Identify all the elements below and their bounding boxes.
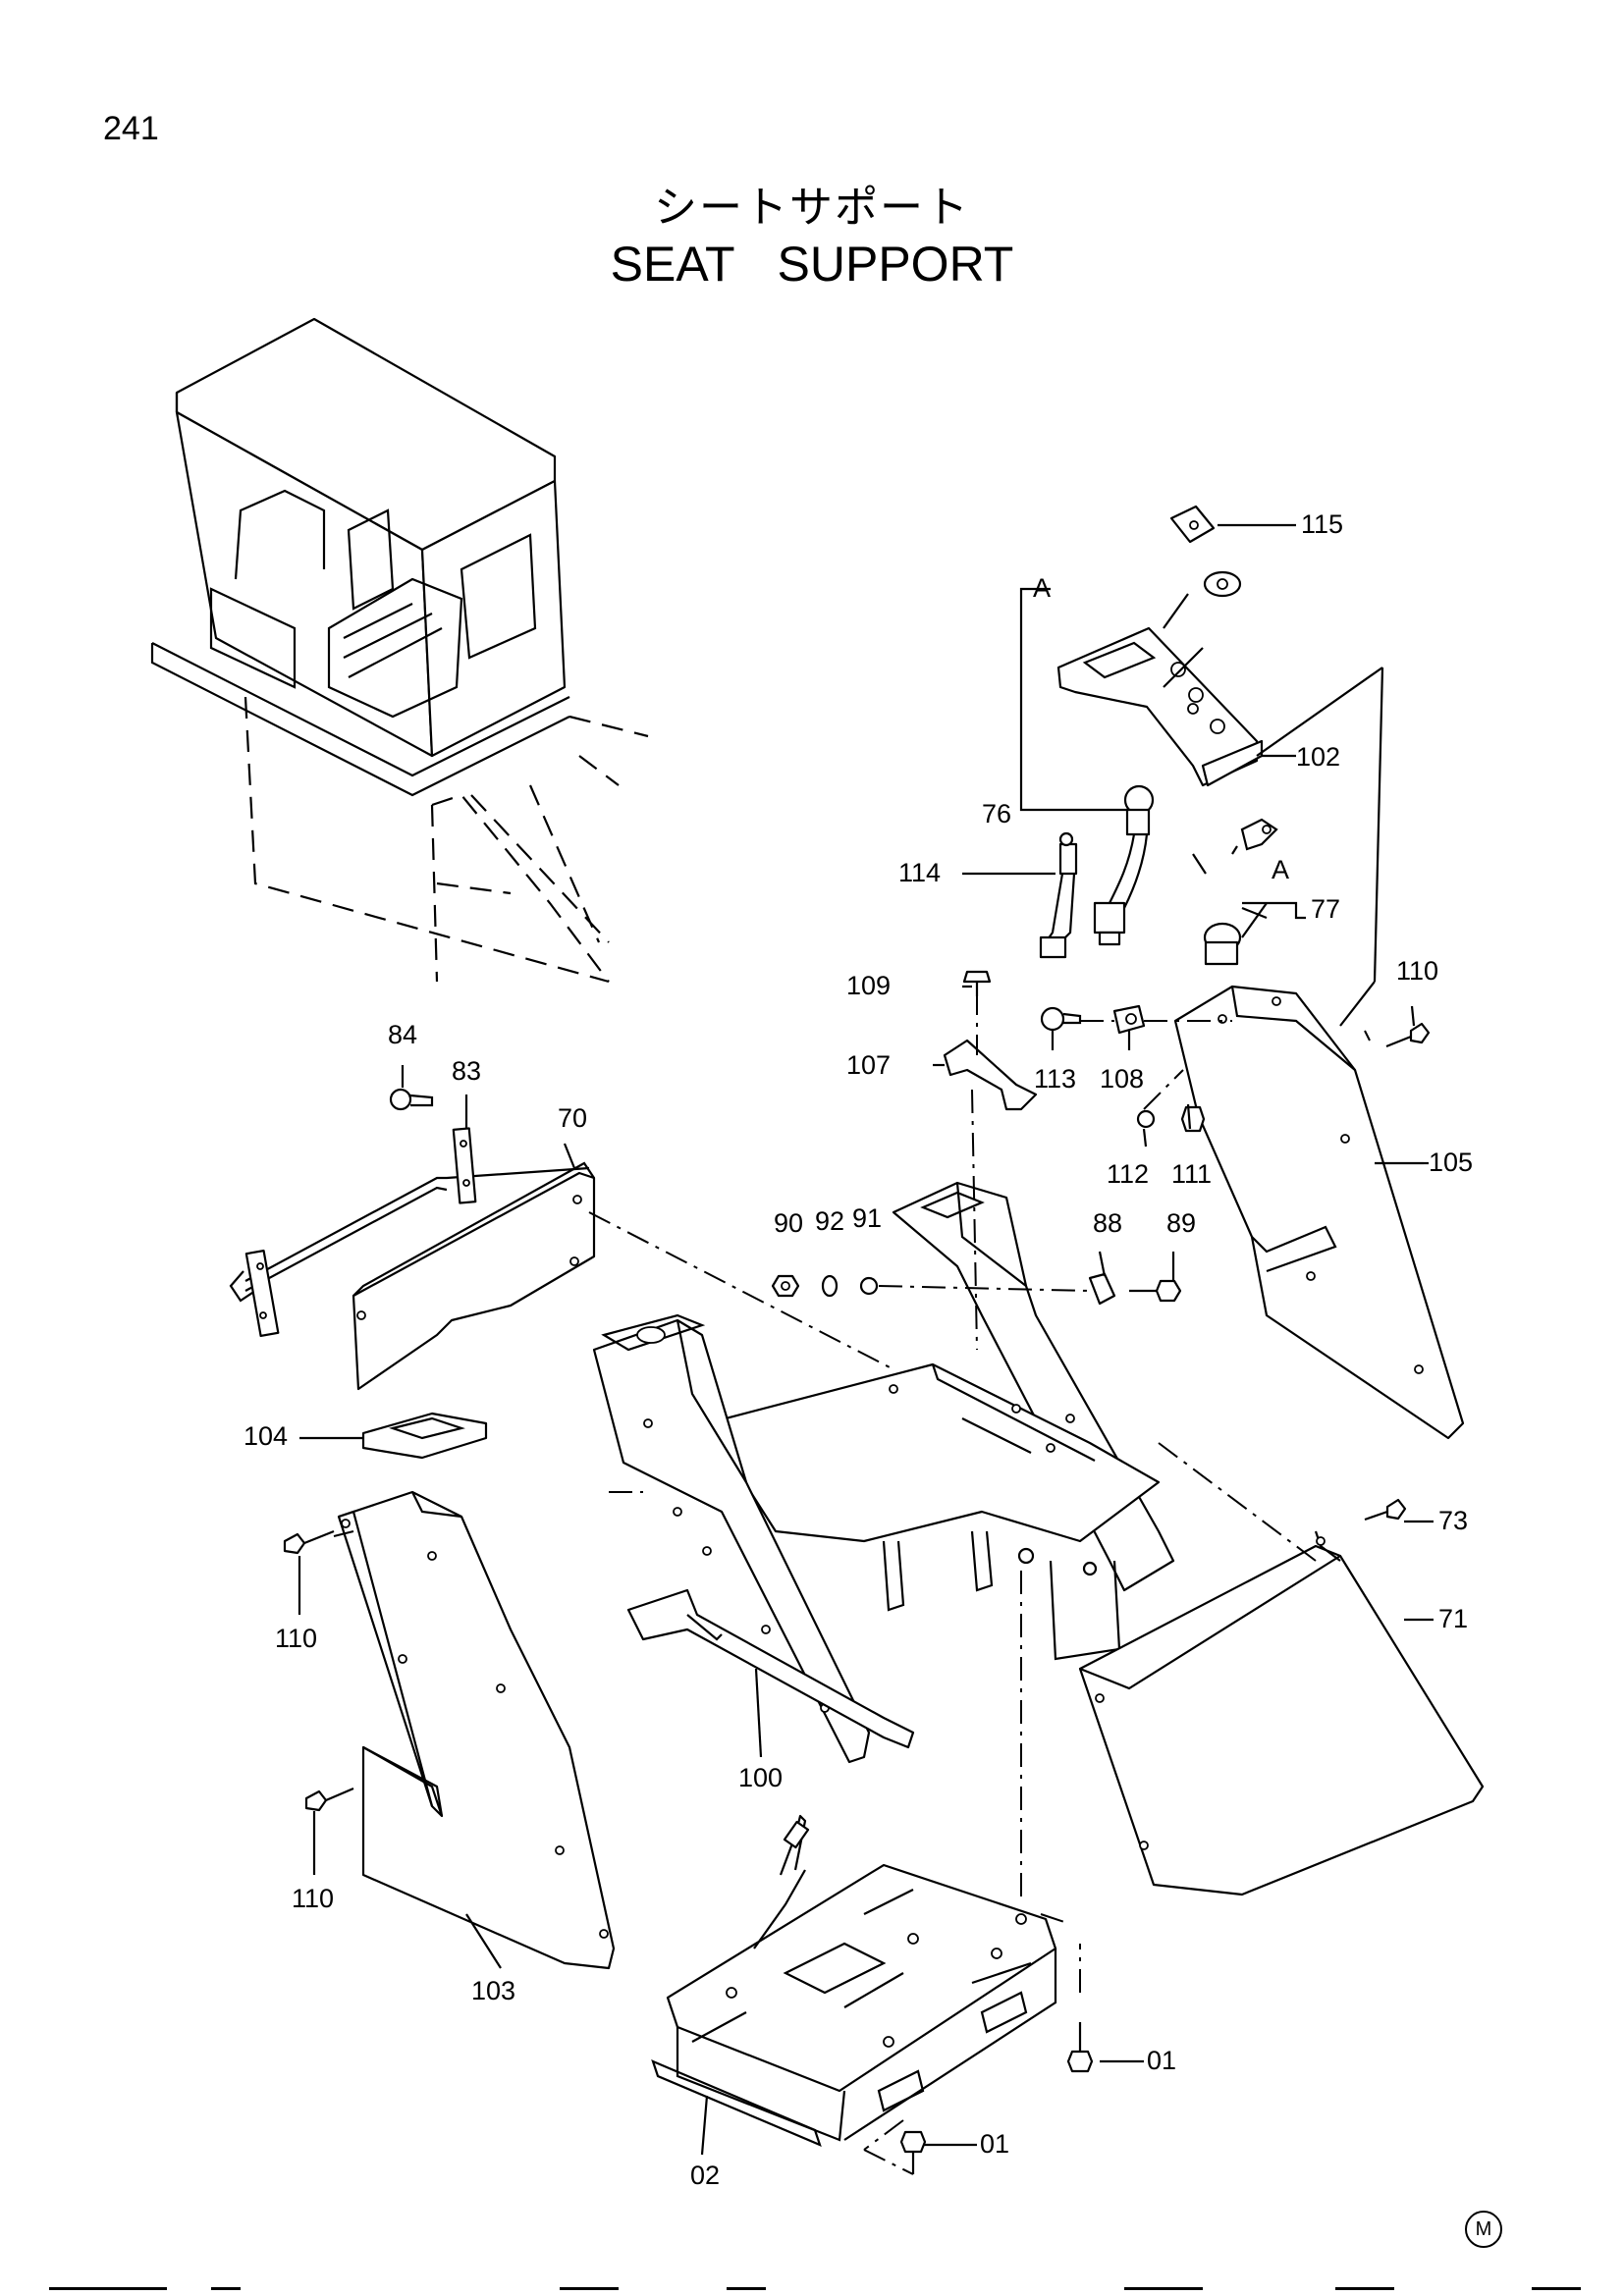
callout-83: 83 xyxy=(452,1056,481,1086)
part-88-collar xyxy=(1088,1272,1116,1306)
callout-102: 102 xyxy=(1296,742,1340,772)
title-japanese: シートサポート xyxy=(654,183,970,233)
callout-114: 114 xyxy=(898,858,941,887)
part-77-key-switch xyxy=(1192,818,1278,966)
part-70-panel xyxy=(352,1161,596,1391)
callout-A-lower: A xyxy=(1272,855,1289,884)
part-115-plate xyxy=(1169,505,1296,544)
callout-108: 108 xyxy=(1100,1064,1144,1094)
callout-90: 90 xyxy=(774,1208,803,1238)
callout-110-left-bottom: 110 xyxy=(292,1884,334,1913)
callout-115: 115 xyxy=(1301,509,1343,539)
part-02-slide-rail xyxy=(651,1814,1057,2147)
part-113-108-112-111 xyxy=(1040,1004,1206,1133)
part-104-cap xyxy=(361,1412,488,1460)
title-english: SEAT SUPPORT xyxy=(610,237,1014,292)
callout-77: 77 xyxy=(1311,894,1340,924)
bolt-73 xyxy=(1364,1498,1407,1522)
bolt-01-lower xyxy=(899,2130,927,2174)
callout-92: 92 xyxy=(815,1206,844,1236)
part-102-bracket xyxy=(1056,570,1296,787)
part-109-bolt xyxy=(962,970,992,996)
callout-112: 112 xyxy=(1107,1159,1149,1189)
part-84-bolt xyxy=(389,1088,434,1111)
footer-rule xyxy=(49,2287,167,2290)
callout-73: 73 xyxy=(1438,1506,1468,1535)
part-71-cover xyxy=(1078,1530,1485,1896)
callout-76: 76 xyxy=(982,799,1011,828)
part-105-side-panel xyxy=(1173,985,1465,1440)
callout-107: 107 xyxy=(846,1050,891,1080)
callout-02: 02 xyxy=(690,2161,720,2190)
callout-71: 71 xyxy=(1438,1604,1468,1633)
bolt-01-upper xyxy=(1066,2022,1094,2073)
callout-109: 109 xyxy=(846,971,891,1000)
part-107-clip xyxy=(943,991,1038,1111)
part-83-rod xyxy=(229,1127,590,1338)
part-114-switch xyxy=(1039,831,1078,959)
footer-rule xyxy=(211,2287,241,2290)
bolt-110-left-top xyxy=(283,1529,335,1555)
leader-lines xyxy=(298,587,1434,2156)
callout-113: 113 xyxy=(1034,1064,1076,1094)
footer-rule xyxy=(727,2287,766,2290)
callout-A-upper: A xyxy=(1033,573,1051,603)
part-76-switch xyxy=(1093,784,1155,946)
bolt-89 xyxy=(1129,1279,1182,1303)
footer-rule xyxy=(560,2287,619,2290)
callout-01-lower: 01 xyxy=(980,2129,1009,2159)
callout-88: 88 xyxy=(1093,1208,1122,1238)
cab-overview xyxy=(150,317,649,984)
callout-110-right: 110 xyxy=(1396,956,1438,986)
callout-105: 105 xyxy=(1429,1148,1473,1177)
callout-labels: 115 A 102 76 114 A 77 109 110 84 83 70 1… xyxy=(244,509,1473,2190)
callout-89: 89 xyxy=(1166,1208,1196,1238)
page-number: 241 xyxy=(103,110,159,147)
part-100-seat-frame xyxy=(592,1181,1175,1764)
footer-rule xyxy=(1532,2287,1581,2290)
callout-91: 91 xyxy=(852,1203,882,1233)
callout-104: 104 xyxy=(244,1421,288,1451)
callout-84: 84 xyxy=(388,1020,417,1049)
callout-103: 103 xyxy=(471,1976,515,2005)
nut-90-washer-92-ring-91 xyxy=(771,1274,879,1298)
callout-01-upper: 01 xyxy=(1147,2046,1176,2075)
footer-rule xyxy=(1124,2287,1203,2290)
manufacturer-mark: M xyxy=(1465,2211,1502,2248)
callout-111: 111 xyxy=(1171,1159,1212,1189)
bolt-110-left-bottom xyxy=(304,1787,354,1812)
callout-70: 70 xyxy=(558,1103,587,1133)
callout-100: 100 xyxy=(738,1763,783,1792)
part-103-left-support xyxy=(337,1490,616,1970)
footer-rule xyxy=(1335,2287,1394,2290)
alignment-lines xyxy=(333,667,1384,2175)
bolt-110-right xyxy=(1385,1022,1431,1048)
callout-110-left-top: 110 xyxy=(275,1624,317,1653)
